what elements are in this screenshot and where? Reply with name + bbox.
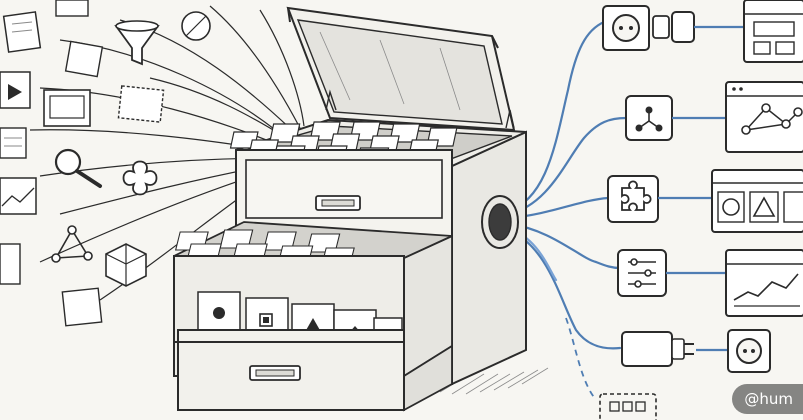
- window-layout-panel: [743, 0, 803, 63]
- circle-icon: [181, 11, 211, 41]
- sticky-note-icon: [64, 40, 104, 78]
- dashed-placeholder-panel: [599, 393, 657, 420]
- sticky-note-icon: [55, 0, 89, 17]
- cable-port: [481, 195, 519, 249]
- power-outlet-connector: [602, 5, 744, 51]
- image-icon: [0, 177, 37, 215]
- power-plug-connector: [621, 331, 728, 367]
- icosahedron-icon: [105, 243, 147, 287]
- drawer-front-overlay: [173, 255, 405, 343]
- document-icon: [2, 11, 42, 53]
- sticky-note-icon: [117, 85, 165, 123]
- top-drawer: [245, 159, 443, 219]
- chart-window-panel: [725, 249, 803, 317]
- cabinet-lid: [286, 6, 516, 132]
- sliders-connector: [617, 249, 726, 297]
- graph-icon: [51, 225, 93, 263]
- dashed-cable: [565, 317, 597, 401]
- sticky-note-icon: [61, 287, 103, 327]
- bottom-drawer: [177, 329, 453, 412]
- cabinet-side: [451, 130, 527, 386]
- shapes-window-panel: [711, 169, 803, 233]
- handle-badge: @hum: [732, 384, 803, 414]
- funnel-icon: [114, 20, 160, 66]
- document-icon: [43, 89, 91, 127]
- graph-window-panel: [725, 81, 803, 153]
- magnifier-icon: [54, 148, 102, 188]
- puzzle-piece-connector: [607, 175, 712, 223]
- network-graph-connector: [625, 95, 726, 141]
- sticky-note-icon: [0, 243, 21, 285]
- outlet-panel: [727, 329, 771, 373]
- image-icon: [0, 71, 31, 109]
- flower-icon: [122, 160, 158, 196]
- document-icon: [0, 127, 27, 159]
